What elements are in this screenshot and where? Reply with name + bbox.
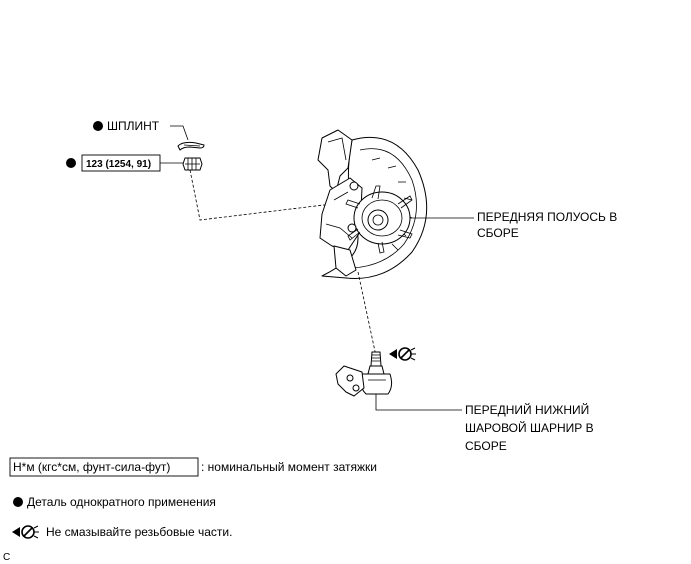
non-reusable-dot-icon [93, 121, 103, 131]
front-axle-hub-label-line1: ПЕРЕДНЯЯ ПОЛУОСЬ В [477, 210, 617, 224]
non-reusable-dot-icon [13, 497, 23, 507]
cotter-pin-leader [170, 125, 189, 141]
legend-no-grease: Не смазывайте резьбовые части. [46, 525, 232, 539]
ball-joint-leader [375, 394, 462, 411]
non-reusable-dot-icon [66, 158, 76, 168]
lower-ball-joint [335, 351, 393, 397]
ball-joint-label-line3: СБОРЕ [465, 439, 507, 453]
torque-value: 123 (1254, 91) [86, 159, 151, 170]
legend-non-reusable: Деталь однократного применения [27, 495, 216, 509]
cotter-pin [177, 141, 205, 151]
figure-code: C [3, 552, 10, 563]
legend-torque-desc: : номинальный момент затяжки [201, 460, 377, 474]
cotter-pin-label: ШПЛИНТ [107, 119, 160, 133]
ball-joint-label-line1: ПЕРЕДНИЙ НИЖНИЙ [465, 402, 589, 417]
legend-torque-box [9, 457, 199, 477]
nut-assembly-line [189, 169, 333, 221]
front-axle-hub-assembly [317, 129, 428, 279]
castle-nut [182, 157, 203, 171]
do-not-lubricate-icon [389, 347, 416, 361]
legend-torque-units: Н*м (кгс*см, фунт-сила-фут) [13, 460, 170, 474]
front-axle-hub-label-line2: СБОРЕ [477, 226, 519, 240]
ball-joint-label-line2: ШАРОВОЙ ШАРНИР В [465, 420, 594, 435]
do-not-lubricate-icon [12, 525, 39, 539]
ball-joint-assembly-line [357, 271, 377, 357]
